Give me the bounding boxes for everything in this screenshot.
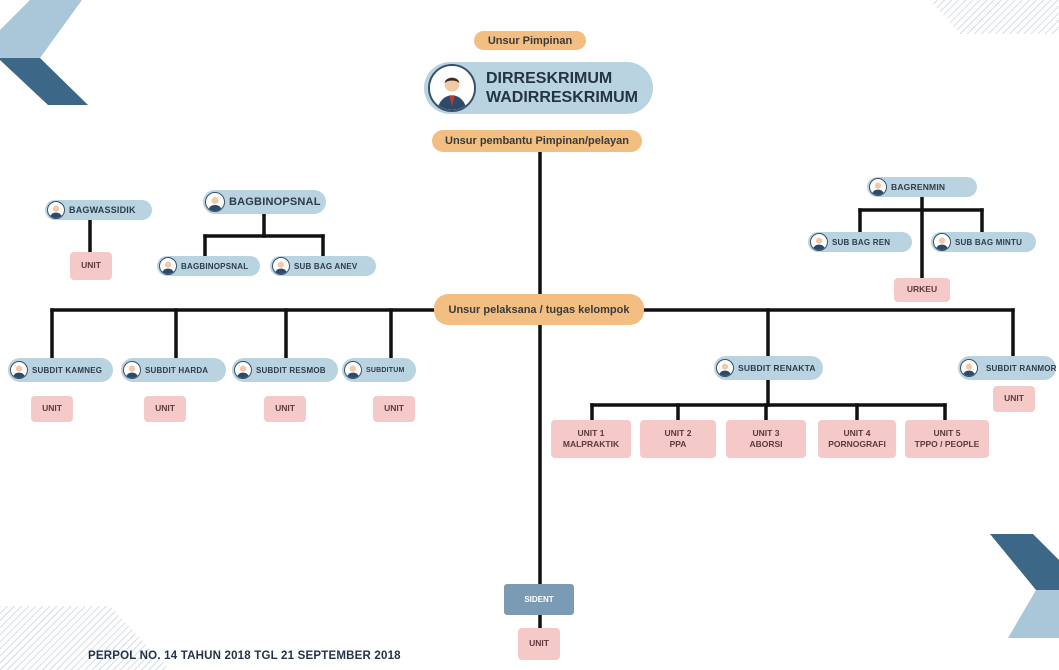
unit-subject: TPPO / PEOPLE: [914, 439, 980, 449]
bagwassidik-name: BAGWASSIDIK: [69, 205, 136, 215]
unit-number: UNIT 2: [664, 427, 692, 438]
person-icon: [234, 361, 252, 379]
subbag-ren-name: SUB BAG REN: [832, 237, 891, 247]
unit-label: UNIT: [275, 403, 295, 414]
subditum-unit: UNIT: [373, 396, 415, 422]
unit-label: UNIT: [42, 403, 62, 414]
unit-label: UNIT: [155, 403, 175, 414]
leader-title-2: WADIRRESKRIMUM: [486, 89, 638, 106]
person-icon: [869, 178, 887, 196]
subdit-renakta-name: SUBDIT RENAKTA: [738, 363, 816, 373]
subdit-kamneg-node: SUBDIT KAMNEG: [8, 358, 113, 382]
leader-title-1: DIRRESKRIMUM: [486, 69, 613, 87]
sident-name: SIDENT: [524, 595, 554, 604]
sident-unit: UNIT: [518, 628, 560, 660]
person-icon: [430, 66, 474, 110]
unit-number: UNIT 1: [577, 427, 605, 438]
bagrenmin-name: BAGRENMIN: [891, 182, 946, 192]
person-icon: [716, 359, 734, 377]
bagbinopsnal-node: BAGBINOPSNAL: [203, 190, 326, 214]
unit-label: UNIT: [529, 638, 549, 649]
subbag-anev-name: SUB BAG ANEV: [294, 261, 358, 271]
renakta-unit-1: UNIT 1 MALPRAKTIK: [551, 420, 631, 458]
subdit-resmob-name: SUBDIT RESMOB: [256, 365, 326, 375]
unit-subject: PORNOGRAFI: [828, 439, 886, 449]
bagbinopsnal-sub-node: BAGBINOPSNAL: [157, 256, 260, 276]
person-icon: [960, 359, 978, 377]
unit-subject: MALPRAKTIK: [562, 439, 620, 449]
unit-label: UNIT: [384, 403, 404, 414]
subdit-resmob-node: SUBDIT RESMOB: [232, 358, 338, 382]
unit-subject: ABORSI: [749, 439, 783, 449]
leadership-label: Unsur Pimpinan: [474, 31, 586, 50]
unit-subject: PPA: [669, 439, 687, 449]
unit-number: UNIT 4: [843, 427, 871, 438]
renakta-unit-2: UNIT 2 PPA: [640, 420, 716, 458]
helper-label: Unsur pembantu Pimpinan/pelayan: [432, 130, 642, 152]
subditum-name: SUBDITUM: [366, 366, 405, 374]
bagbinopsnal-sub-name: BAGBINOPSNAL: [181, 261, 249, 271]
person-icon: [272, 257, 290, 275]
renakta-unit-3: UNIT 3 ABORSI: [726, 420, 806, 458]
subbag-mintu-node: SUB BAG MINTU: [931, 232, 1036, 252]
corner-decor-bottom-right: [990, 534, 1059, 638]
leader-avatar: [428, 64, 476, 112]
bagrenmin-node: BAGRENMIN: [867, 177, 977, 197]
subditum-node: SUBDITUM: [342, 358, 416, 382]
hatch-decor-bottom-left: [0, 606, 170, 670]
bagwassidik-node: BAGWASSIDIK: [45, 200, 152, 220]
urkeu-label: URKEU: [906, 284, 938, 295]
subbag-ren-node: SUB BAG REN: [808, 232, 912, 252]
person-icon: [344, 361, 362, 379]
renakta-unit-4: UNIT 4 PORNOGRAFI: [818, 420, 896, 458]
subdit-renakta-node: SUBDIT RENAKTA: [714, 356, 823, 380]
subdit-kamneg-name: SUBDIT KAMNEG: [32, 365, 103, 375]
renakta-unit-5: UNIT 5 TPPO / PEOPLE: [905, 420, 989, 458]
unit-label: UNIT: [81, 260, 101, 271]
person-icon: [123, 361, 141, 379]
footer-text: PERPOL NO. 14 TAHUN 2018 TGL 21 SEPTEMBE…: [88, 650, 401, 662]
subbag-anev-node: SUB BAG ANEV: [270, 256, 376, 276]
helper-label-text: Unsur pembantu Pimpinan/pelayan: [445, 135, 629, 147]
regulation-footer: PERPOL NO. 14 TAHUN 2018 TGL 21 SEPTEMBE…: [88, 650, 401, 662]
subdit-harda-node: SUBDIT HARDA: [121, 358, 226, 382]
executor-label: Unsur pelaksana / tugas kelompok: [434, 294, 644, 325]
urkeu-node: URKEU: [894, 278, 950, 302]
subdit-resmob-unit: UNIT: [264, 396, 306, 422]
person-icon: [159, 257, 177, 275]
person-icon: [10, 361, 28, 379]
person-icon: [47, 201, 65, 219]
subdit-harda-unit: UNIT: [144, 396, 186, 422]
subdit-ranmor-name: SUBDIT RANMOR: [986, 363, 1057, 373]
unit-number: UNIT 3: [752, 427, 780, 438]
hatch-decor-top-right: [930, 0, 1059, 34]
person-icon: [205, 192, 225, 212]
unit-number: UNIT 5: [933, 427, 961, 438]
subdit-harda-name: SUBDIT HARDA: [145, 365, 209, 375]
person-icon: [933, 233, 951, 251]
bagwassidik-unit: UNIT: [70, 252, 112, 280]
sident-node: SIDENT: [504, 584, 574, 615]
subdit-ranmor-node: SUBDIT RANMOR: [958, 356, 1056, 380]
unit-label: UNIT: [1004, 393, 1024, 404]
person-icon: [810, 233, 828, 251]
leader-card: DIRRESKRIMUM WADIRRESKRIMUM: [424, 62, 653, 114]
subdit-kamneg-unit: UNIT: [31, 396, 73, 422]
subdit-ranmor-unit: UNIT: [993, 386, 1035, 412]
executor-label-text: Unsur pelaksana / tugas kelompok: [448, 303, 630, 316]
subbag-mintu-name: SUB BAG MINTU: [955, 237, 1023, 247]
bagbinopsnal-name: BAGBINOPSNAL: [229, 196, 321, 208]
leadership-label-text: Unsur Pimpinan: [487, 34, 573, 47]
corner-decor-top-left: [0, 0, 88, 105]
